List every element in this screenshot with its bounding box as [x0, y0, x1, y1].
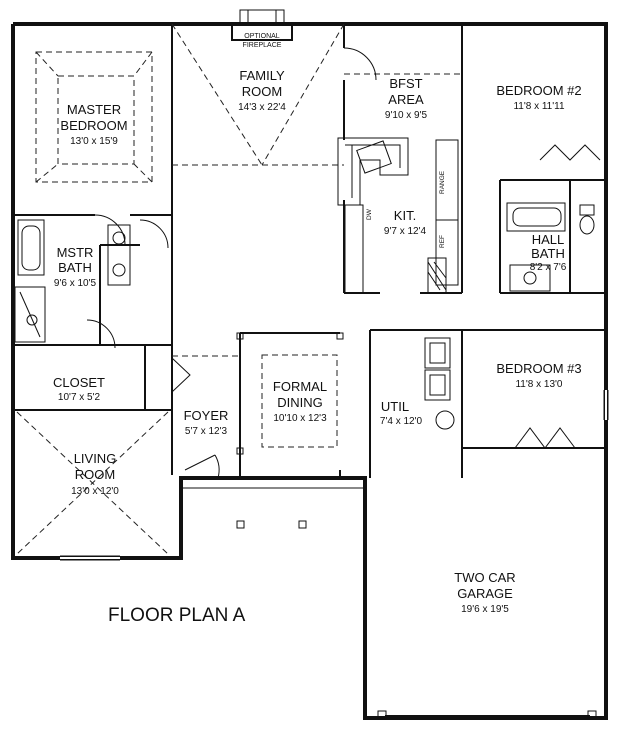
- room-foyer: FOYER 5'7 x 12'3: [184, 408, 229, 437]
- room-garage: TWO CAR GARAGE 19'6 x 19'5: [454, 570, 515, 615]
- svg-text:BEDROOM: BEDROOM: [60, 118, 127, 133]
- svg-text:CLOSET: CLOSET: [53, 375, 105, 390]
- svg-text:FAMILY: FAMILY: [239, 68, 285, 83]
- fireplace-label-1: OPTIONAL: [244, 33, 280, 40]
- svg-text:13'0 x 15'9: 13'0 x 15'9: [70, 136, 118, 147]
- room-closet: CLOSET 10'7 x 5'2: [53, 375, 105, 403]
- room-hall-bath: HALL BATH 8'2 x 7'6: [530, 232, 567, 273]
- room-formal-dining: FORMAL DINING 10'10 x 12'3: [273, 379, 327, 424]
- optional-fireplace: OPTIONAL FIREPLACE: [231, 9, 293, 49]
- master-tub: [17, 219, 45, 276]
- svg-text:19'6 x 19'5: 19'6 x 19'5: [461, 604, 509, 615]
- svg-text:13'0 x 12'0: 13'0 x 12'0: [71, 486, 119, 497]
- svg-text:ROOM: ROOM: [75, 467, 115, 482]
- room-bedroom-3: BEDROOM #3 11'8 x 13'0: [496, 361, 581, 390]
- svg-text:MASTER: MASTER: [67, 102, 121, 117]
- svg-text:FORMAL: FORMAL: [273, 379, 327, 394]
- svg-text:7'4 x 12'0: 7'4 x 12'0: [380, 416, 423, 427]
- dw-label: DW: [366, 208, 373, 220]
- room-mstr-bath: MSTR BATH 9'6 x 10'5: [54, 245, 97, 289]
- garage-door-post-left: [377, 710, 387, 720]
- svg-text:BEDROOM #3: BEDROOM #3: [496, 361, 581, 376]
- svg-text:DINING: DINING: [277, 395, 323, 410]
- svg-text:9'6 x 10'5: 9'6 x 10'5: [54, 278, 97, 289]
- svg-text:BEDROOM #2: BEDROOM #2: [496, 83, 581, 98]
- range-label: RANGE: [439, 170, 446, 194]
- room-kitchen: KIT. 9'7 x 12'4: [384, 208, 427, 237]
- svg-text:LIVING: LIVING: [74, 451, 117, 466]
- room-family-room: FAMILY ROOM 14'3 x 22'4: [238, 68, 286, 113]
- svg-text:BATH: BATH: [58, 260, 92, 275]
- svg-text:10'10 x 12'3: 10'10 x 12'3: [273, 413, 327, 424]
- room-living-room: LIVING ROOM 13'0 x 12'0: [71, 451, 119, 497]
- room-bedroom-2: BEDROOM #2 11'8 x 11'11: [496, 83, 581, 112]
- garage-door-post-right: [587, 710, 597, 720]
- hall-tub: [506, 202, 566, 232]
- exterior-wall: [11, 22, 608, 720]
- room-master-bedroom: MASTER BEDROOM 13'0 x 15'9: [60, 102, 127, 147]
- plan-title: FLOOR PLAN A: [108, 605, 246, 626]
- ref-label: REF: [439, 235, 446, 248]
- svg-text:ROOM: ROOM: [242, 84, 282, 99]
- svg-text:9'10 x 9'5: 9'10 x 9'5: [385, 110, 428, 121]
- room-util: UTIL 7'4 x 12'0: [380, 399, 423, 427]
- svg-text:TWO CAR: TWO CAR: [454, 570, 515, 585]
- svg-text:GARAGE: GARAGE: [457, 586, 513, 601]
- svg-text:10'7 x 5'2: 10'7 x 5'2: [58, 392, 101, 403]
- svg-text:UTIL: UTIL: [381, 399, 409, 414]
- svg-text:5'7 x 12'3: 5'7 x 12'3: [185, 426, 228, 437]
- fireplace-label-2: FIREPLACE: [243, 42, 282, 49]
- svg-text:MSTR: MSTR: [57, 245, 94, 260]
- svg-text:KIT.: KIT.: [394, 208, 416, 223]
- svg-text:11'8 x 13'0: 11'8 x 13'0: [515, 379, 562, 390]
- svg-text:11'8 x 11'11: 11'8 x 11'11: [513, 101, 565, 112]
- svg-text:8'2 x 7'6: 8'2 x 7'6: [530, 262, 567, 273]
- svg-text:9'7 x 12'4: 9'7 x 12'4: [384, 226, 427, 237]
- svg-text:BFST: BFST: [389, 76, 422, 91]
- svg-text:HALL: HALL: [532, 232, 565, 247]
- svg-text:BATH: BATH: [531, 246, 565, 261]
- svg-text:FOYER: FOYER: [184, 408, 229, 423]
- svg-text:AREA: AREA: [388, 92, 424, 107]
- svg-text:14'3 x 22'4: 14'3 x 22'4: [238, 102, 286, 113]
- room-bfst-area: BFST AREA 9'10 x 9'5: [385, 76, 428, 121]
